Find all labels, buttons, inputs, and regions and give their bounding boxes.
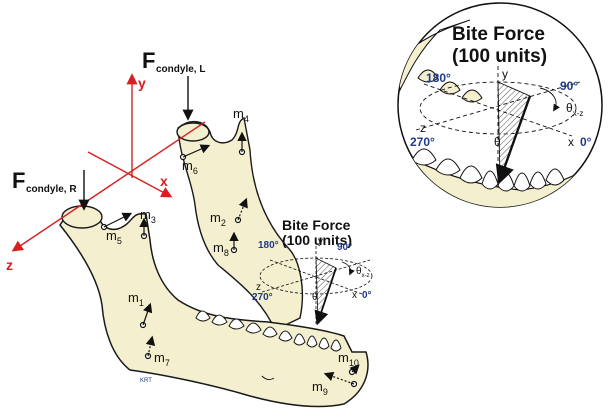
- m2-arrow: [237, 197, 248, 221]
- z-axis-line: [11, 121, 206, 252]
- m10-arrow: [349, 364, 360, 375]
- bite-small-180: 180°: [258, 240, 279, 251]
- bite-small-thetaxz: θx-z: [356, 266, 370, 279]
- left-ramus: [177, 116, 304, 331]
- bite-inset-270: 270°: [410, 135, 435, 149]
- bite-small-0: 0°: [362, 290, 372, 301]
- bite-inset-thetaxz: θx-z: [566, 101, 583, 118]
- bite-small-270: 270°: [252, 292, 273, 303]
- bite-inset-title-1: Bite Force: [452, 24, 545, 45]
- m5-label: m5: [106, 228, 122, 246]
- bite-small-x: x: [352, 290, 357, 301]
- mandible-body: [59, 206, 369, 408]
- m7-label: m7: [154, 350, 170, 368]
- coordinate-axes: y x z: [6, 73, 206, 273]
- bite-small-z: z: [256, 282, 261, 293]
- mandible: [59, 116, 369, 408]
- bite-force-inset: Bite Force (100 units) 180° 90° 270° 0° …: [397, 2, 603, 208]
- m4-label: m4: [233, 106, 249, 124]
- foramen-mark: [261, 375, 275, 381]
- condyle-left-label: F: [142, 48, 155, 73]
- bite-force-small-arrow: [314, 267, 337, 326]
- bite-inset-x: x: [568, 135, 574, 149]
- condyle-force-left: F condyle, L: [142, 48, 205, 121]
- m8-label: m8: [213, 240, 229, 258]
- condyle-right-label: F: [12, 168, 25, 193]
- y-axis-label: y: [138, 75, 146, 91]
- z-axis-label: z: [6, 257, 13, 273]
- bite-small-title-2: (100 units): [282, 232, 352, 248]
- bite-inset-title-2: (100 units): [452, 46, 547, 67]
- bite-force-inset-arrow: [495, 95, 532, 185]
- m1-arrow: [142, 302, 153, 326]
- m7-arrow: [145, 335, 156, 357]
- x-axis-label: x: [160, 173, 168, 189]
- bite-inset-theta: θ: [494, 135, 501, 149]
- bite-small-theta: θ: [312, 292, 318, 303]
- m6-label: m6: [182, 158, 198, 176]
- condyle-right-sub: condyle, R: [26, 184, 77, 195]
- bite-small-title-1: Bite Force: [282, 217, 351, 233]
- bite-inset-y: y: [502, 67, 508, 81]
- m9-arrow: [323, 371, 355, 385]
- bite-small-90: 90°: [337, 242, 352, 253]
- bite-small-y: y: [318, 236, 323, 247]
- condyle-left: [176, 122, 210, 142]
- condyle-force-right: F condyle, R: [12, 168, 90, 211]
- m1-label: m1: [128, 290, 144, 308]
- teeth: [195, 310, 342, 352]
- bite-force-small: Bite Force (100 units) 180° 90° 270° 0° …: [252, 217, 373, 326]
- bite-inset-180: 180°: [426, 71, 451, 85]
- m9-label: m9: [312, 379, 328, 397]
- m5-arrow: [103, 212, 133, 228]
- m6-arrow: [182, 144, 211, 158]
- x-axis-line: [87, 151, 173, 198]
- bite-inset-90: 90°: [560, 79, 578, 93]
- m2-label: m2: [210, 210, 226, 228]
- condyle-right: [61, 205, 103, 229]
- artist-initials: KRT: [140, 378, 152, 384]
- muscle-vectors: [100, 131, 360, 388]
- muscle-labels: m1 m2 m3 m4 m5 m6 m7 m8 m9 m10: [106, 106, 359, 397]
- bite-inset-z: z: [420, 121, 426, 135]
- m3-label: m3: [140, 207, 156, 225]
- m10-label: m10: [338, 350, 359, 368]
- condyle-left-sub: condyle, L: [156, 64, 205, 75]
- bite-inset-0: 0°: [580, 135, 592, 149]
